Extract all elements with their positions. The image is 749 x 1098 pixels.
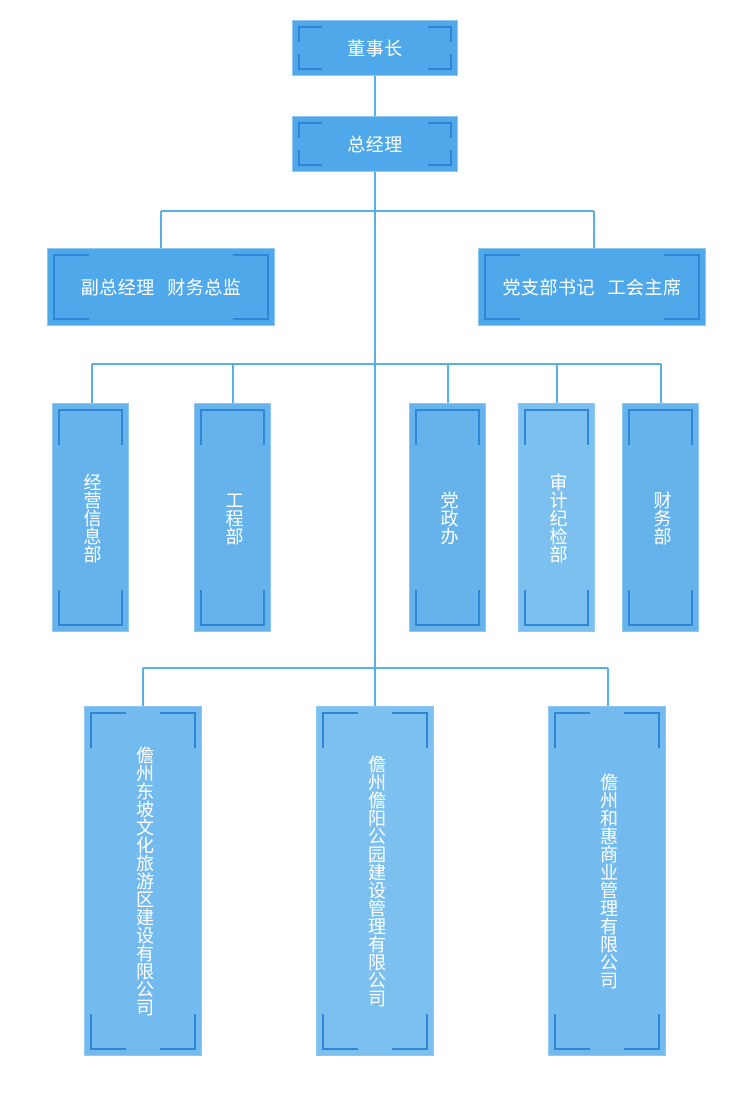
department-label: 党政办 [437,490,459,545]
department-box: 经营信息部 [52,403,129,632]
subsidiary-label: 儋州儋阳公园建设管理有限公司 [365,755,386,1007]
department-box: 财务部 [622,403,699,632]
subsidiary-box: 儋州东坡文化旅游区建设有限公司 [84,706,202,1056]
deputy-label: 副总经理 财务总监 [80,278,242,299]
subsidiary-box: 儋州儋阳公园建设管理有限公司 [316,706,434,1056]
department-label: 经营信息部 [80,472,102,563]
department-label: 工程部 [222,490,244,545]
general-manager-label: 总经理 [347,135,403,156]
department-box: 审计纪检部 [518,403,595,632]
subsidiary-label: 儋州和惠商业管理有限公司 [597,773,618,989]
subsidiary-box: 儋州和惠商业管理有限公司 [548,706,666,1056]
department-box: 党政办 [409,403,486,632]
party-secretary-union-chair-box: 党支部书记 工会主席 [478,248,706,326]
party-label: 党支部书记 工会主席 [502,278,682,299]
department-box: 工程部 [194,403,271,632]
chairman-label: 董事长 [347,39,403,60]
subsidiary-label: 儋州东坡文化旅游区建设有限公司 [133,746,154,1016]
general-manager-box: 总经理 [292,116,458,172]
department-label: 审计纪检部 [546,472,568,563]
department-label: 财务部 [650,490,672,545]
deputy-gm-finance-director-box: 副总经理 财务总监 [47,248,275,326]
chairman-box: 董事长 [292,20,458,76]
